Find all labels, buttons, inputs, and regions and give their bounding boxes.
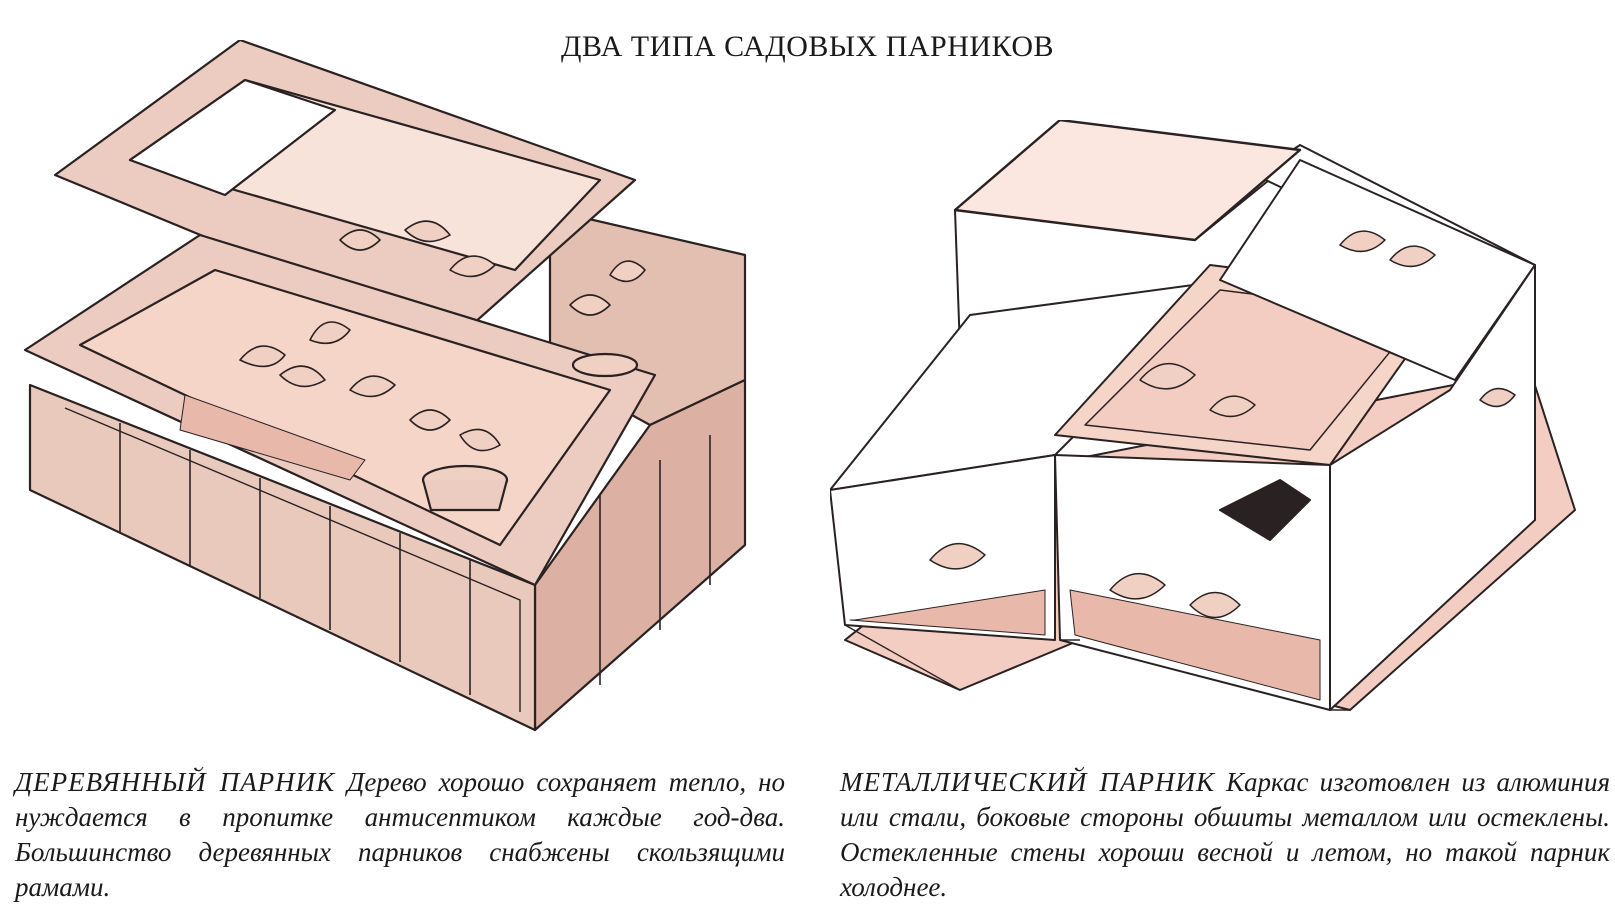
leaf — [1189, 591, 1241, 619]
metal-frame-caption-text: Каркас изготовлен из алюминия или стали,… — [840, 767, 1611, 902]
leaf — [239, 345, 286, 368]
leaf — [349, 375, 396, 398]
leaf — [1479, 387, 1516, 408]
wooden-frame-caption-text: Дерево хорошо сохраняет тепло, но нуждае… — [15, 767, 785, 902]
flower-pot — [571, 352, 639, 378]
metal-frame-caption-lead: МЕТАЛЛИЧЕСКИЙ ПАРНИК — [840, 767, 1215, 797]
leaf — [1139, 362, 1196, 390]
wooden-frame-caption: ДЕРЕВЯННЫЙ ПАРНИК Дерево хорошо сохраняе… — [15, 765, 785, 905]
leaf — [609, 260, 646, 283]
front-left-wall — [830, 454, 1056, 641]
leaf — [279, 365, 326, 388]
leaf — [1339, 230, 1386, 253]
metal-frame-caption: МЕТАЛЛИЧЕСКИЙ ПАРНИК Каркас изготовлен и… — [840, 765, 1610, 905]
left-open-lid — [953, 120, 1302, 242]
shadow — [1219, 479, 1311, 541]
right-side-wall — [1329, 264, 1536, 711]
leaf — [339, 229, 381, 251]
leaf — [569, 294, 611, 316]
leaf — [309, 321, 351, 345]
leaf — [459, 428, 501, 452]
leaf — [1389, 245, 1436, 268]
leaf — [449, 255, 496, 278]
leaf — [404, 220, 451, 243]
wooden-frame-caption-lead: ДЕРЕВЯННЫЙ ПАРНИК — [15, 767, 336, 797]
leaf — [409, 409, 451, 431]
page-title: ДВА ТИПА САДОВЫХ ПАРНИКОВ — [561, 30, 1054, 63]
metal-cold-frame-illustration — [830, 120, 1576, 711]
leaf — [929, 542, 986, 570]
leaf — [1109, 572, 1166, 600]
leaf — [1209, 395, 1256, 418]
box-front-panel — [28, 383, 537, 732]
wooden-cold-frame-illustration — [23, 40, 747, 732]
